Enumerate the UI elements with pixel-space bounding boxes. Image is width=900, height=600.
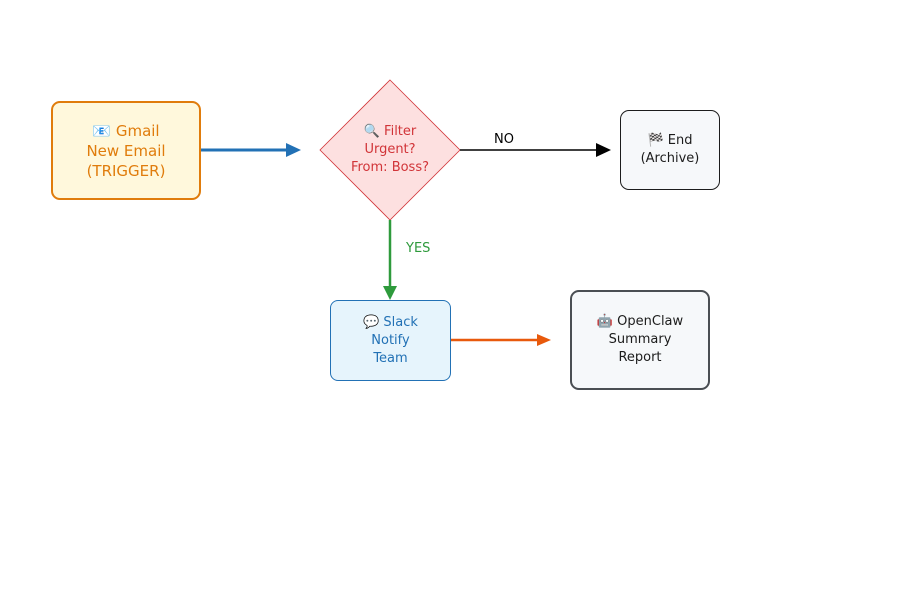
edge-slack-to-openclaw-arrowhead [537,334,551,346]
edge-gmail-to-filter-arrowhead [286,143,301,157]
slack-node-title: 💬 Slack [363,314,418,330]
end-node-subtitle: (Archive) [640,151,700,166]
filter-node-text: 🔍 Filter Urgent? From: Boss? [320,80,460,220]
openclaw-node-line-3: Report [618,350,662,365]
filter-node-condition-2: From: Boss? [350,160,430,175]
slack-node-target: Team [373,350,408,366]
edge-filter-to-slack-arrowhead [383,286,397,300]
edge-filter-to-end-arrowhead [596,143,611,157]
gmail-node-tag: (TRIGGER) [86,161,166,180]
openclaw-node-line-2: Summary [608,332,672,347]
filter-node-condition-1: Urgent? [364,142,416,157]
end-archive-node[interactable]: 🏁 End (Archive) [620,110,720,190]
slack-notify-node[interactable]: 💬 Slack Notify Team [330,300,451,381]
filter-node-title: 🔍 Filter [363,124,417,139]
gmail-node-subtitle: New Email [86,141,166,160]
end-node-title: 🏁 End [647,133,693,148]
edge-label-no: NO [494,132,514,147]
edge-label-yes: YES [406,241,431,256]
gmail-trigger-node[interactable]: 📧 Gmail New Email (TRIGGER) [51,101,201,200]
openclaw-node-title: 🤖 OpenClaw [596,314,684,329]
slack-node-action: Notify [371,332,410,348]
openclaw-summary-node[interactable]: 🤖 OpenClaw Summary Report [570,290,710,390]
gmail-node-title: 📧 Gmail [92,121,160,140]
